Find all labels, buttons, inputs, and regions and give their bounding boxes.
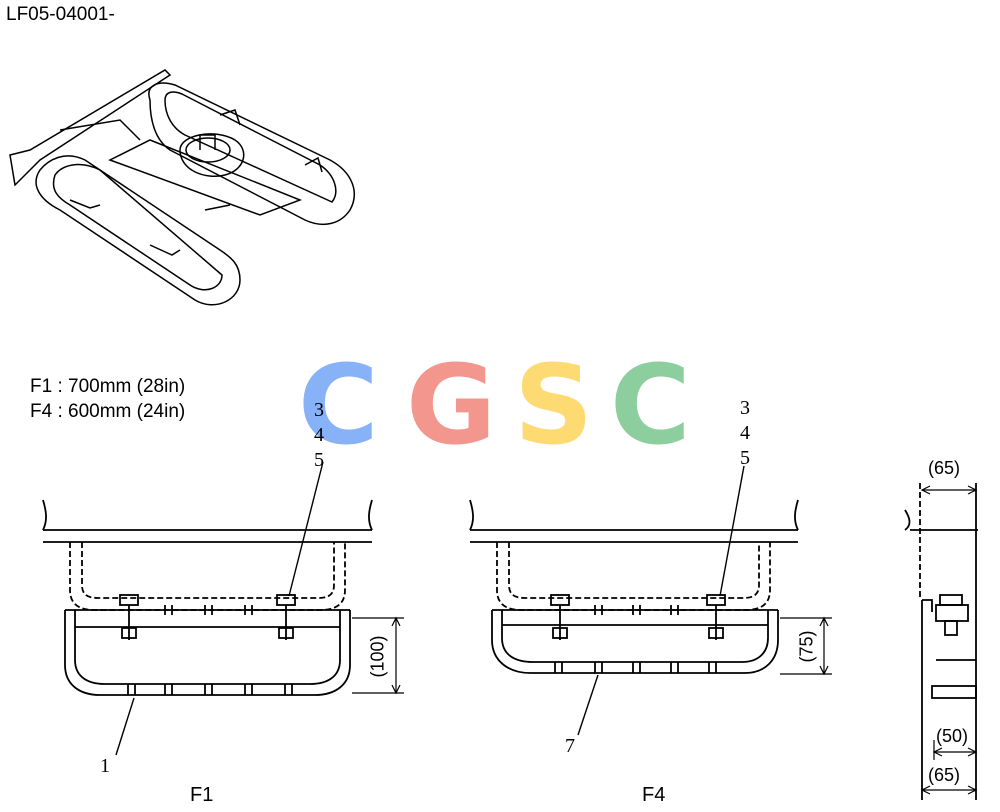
- dimension-f1-height: (100): [367, 635, 388, 678]
- callout-f1-1: 1: [100, 755, 110, 777]
- callout-f4-5: 5: [740, 447, 750, 469]
- dimension-f4-height: (75): [796, 630, 817, 663]
- dimension-side-top: (65): [928, 458, 961, 478]
- watermark-letter-s: S: [514, 341, 594, 469]
- view-label-f1: F1: [190, 784, 214, 806]
- dimension-side-bottom: (65): [928, 765, 961, 785]
- spec-f1: F1 : 700mm (28in): [30, 376, 186, 397]
- callout-f4-3: 3: [740, 397, 750, 419]
- spec-f4: F4 : 600mm (24in): [30, 401, 186, 422]
- watermark-letter-c1: C: [298, 341, 379, 469]
- watermark-letter-c2: C: [610, 341, 691, 469]
- document-code: LF05-04001-: [6, 4, 115, 25]
- view-label-f4: F4: [642, 784, 666, 806]
- callout-f1-4: 4: [314, 424, 324, 446]
- dimension-side-mid: (50): [936, 726, 969, 746]
- watermark-letter-g: G: [406, 341, 497, 469]
- callout-f4-7: 7: [565, 735, 575, 757]
- callout-f1-3: 3: [314, 399, 324, 421]
- callout-f1-5: 5: [314, 449, 324, 471]
- callout-f4-4: 4: [740, 422, 750, 444]
